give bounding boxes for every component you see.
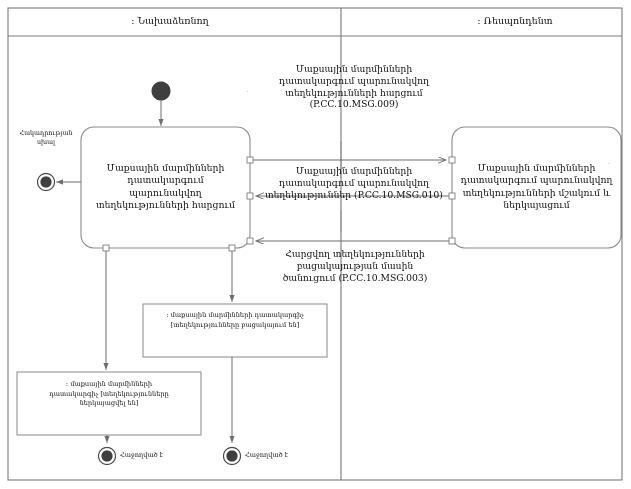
object-node-presented: [16, 371, 202, 436]
action-node-process: [451, 126, 622, 249]
message-label-msg009: Մաքսային մարմինների դատակարգում պարունակ…: [279, 64, 429, 111]
object-label-absent: : մաքսային մարմինների դատակարգիչ [տեղեկո…: [166, 311, 304, 329]
swimlane-title-respondent: : Ռեսպոնդենտ: [477, 16, 553, 27]
end-node-left-fill: [101, 450, 113, 462]
action-label-process: Մաքսային մարմինների դատակարգում պարունակ…: [460, 163, 613, 211]
pin-request-in-bottom: [246, 237, 254, 245]
message-label-msg003: Հարցվող տեղեկությունների բացակայության մ…: [282, 249, 428, 284]
end-label-right: Հաջողված է: [245, 451, 289, 459]
initial-node: [151, 81, 171, 101]
end-node-right-fill: [226, 450, 238, 462]
message-label-msg010: Մաքսային մարմինների դատակարգում պարունակ…: [265, 166, 443, 201]
error-end-note: Հակադրության սխալ: [19, 130, 73, 146]
right-pin-mark: ·: [608, 161, 610, 167]
pin-request-in-mid: [246, 192, 254, 200]
swimlane-title-initiator: : Նախաձեռնող: [131, 16, 209, 27]
top-pin-mark: ·: [247, 89, 249, 95]
end-node-error-fill: [40, 176, 52, 188]
action-node-request: [80, 126, 251, 249]
action-label-request: Մաքսային մարմինների դատակարգում պարունակ…: [95, 163, 236, 211]
pin-process-in-top: [448, 156, 456, 164]
object-label-presented: : մաքսային մարմինների դատակարգիչ [տեղեկո…: [49, 380, 169, 408]
object-node-absent: [142, 303, 328, 358]
end-label-left: Հաջողված է: [120, 451, 164, 459]
